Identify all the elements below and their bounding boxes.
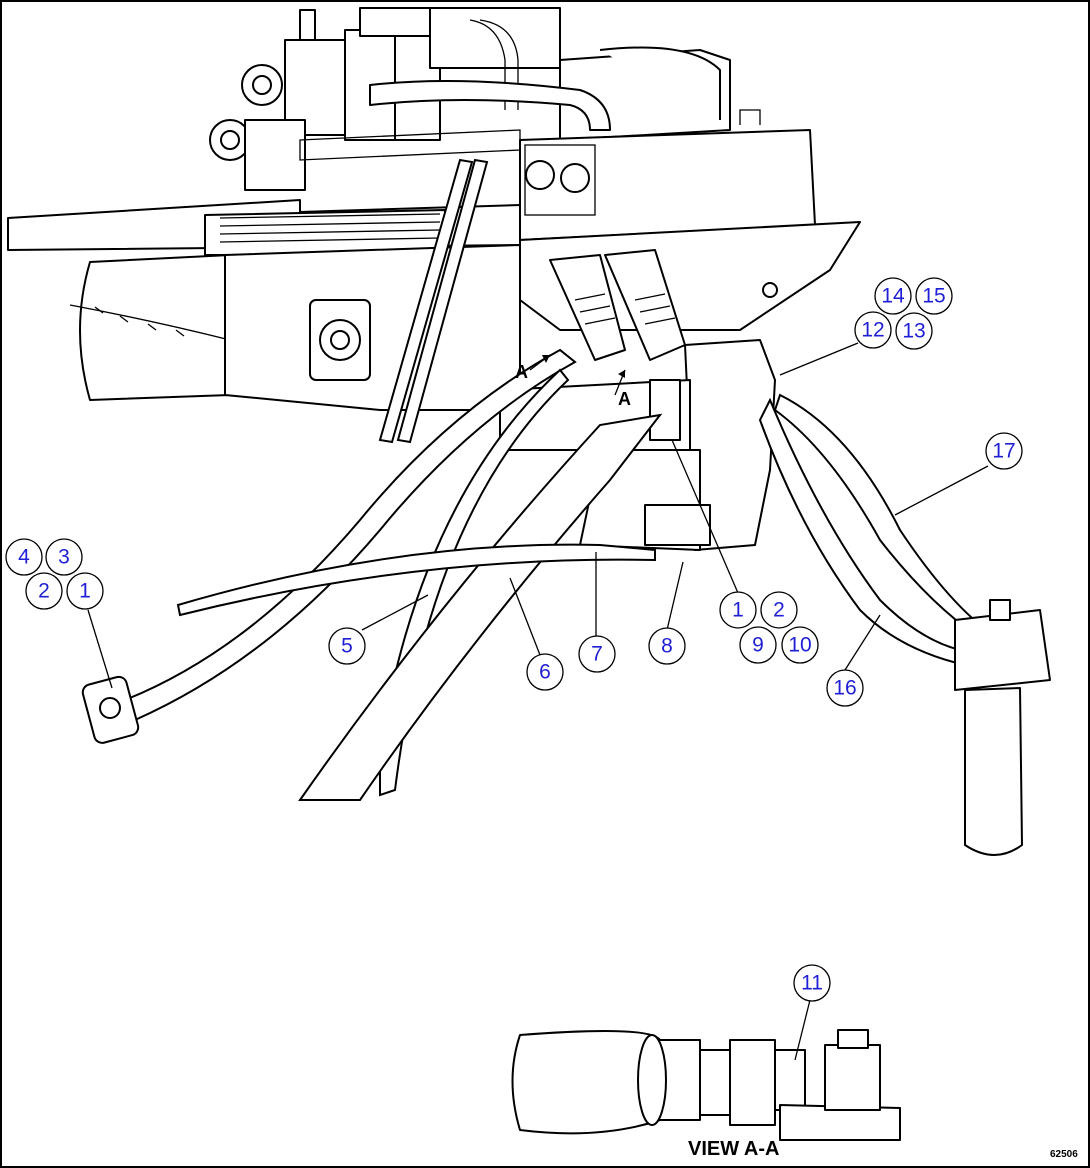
svg-text:5: 5 bbox=[341, 635, 353, 658]
view-a-a-inset bbox=[511, 1029, 901, 1141]
callout-17: 17 bbox=[985, 432, 1023, 470]
svg-text:8: 8 bbox=[661, 635, 673, 658]
svg-text:7: 7 bbox=[591, 643, 603, 666]
callout-3: 3 bbox=[45, 538, 83, 576]
callout-12: 12 bbox=[854, 311, 892, 349]
svg-text:4: 4 bbox=[18, 546, 30, 569]
callout-7: 7 bbox=[578, 635, 616, 673]
section-marks: A A bbox=[515, 354, 631, 409]
svg-text:9: 9 bbox=[752, 634, 764, 657]
view-a-a-label: VIEW A-A bbox=[688, 1138, 779, 1160]
callout-2-right: 2 bbox=[760, 591, 798, 629]
valve-assembly bbox=[7, 7, 861, 551]
svg-text:15: 15 bbox=[922, 285, 945, 308]
callout-6: 6 bbox=[526, 653, 564, 691]
svg-text:11: 11 bbox=[801, 972, 823, 995]
leader-lines bbox=[87, 342, 989, 1061]
svg-text:3: 3 bbox=[58, 546, 70, 569]
svg-text:12: 12 bbox=[861, 319, 884, 342]
callout-14: 14 bbox=[874, 277, 912, 315]
callout-1-left: 1 bbox=[66, 572, 104, 610]
section-mark-a-right: A bbox=[618, 389, 631, 409]
svg-text:14: 14 bbox=[881, 285, 905, 308]
svg-text:13: 13 bbox=[902, 320, 925, 343]
callout-13: 13 bbox=[895, 312, 933, 350]
callout-9: 9 bbox=[739, 626, 777, 664]
callout-15: 15 bbox=[915, 277, 953, 315]
callout-1-right: 1 bbox=[719, 591, 757, 629]
drawing-number: 62506 bbox=[1050, 1149, 1078, 1160]
callout-11: 11 bbox=[793, 964, 831, 1002]
hoses bbox=[81, 158, 1051, 856]
svg-text:2: 2 bbox=[773, 599, 785, 622]
svg-text:17: 17 bbox=[992, 440, 1015, 463]
callout-8: 8 bbox=[648, 627, 686, 665]
callout-16: 16 bbox=[826, 669, 864, 707]
svg-text:16: 16 bbox=[833, 677, 856, 700]
callout-10: 10 bbox=[781, 626, 819, 664]
svg-text:10: 10 bbox=[788, 634, 811, 657]
callout-2-left: 2 bbox=[25, 572, 63, 610]
svg-text:2: 2 bbox=[38, 580, 50, 603]
svg-text:1: 1 bbox=[79, 580, 91, 603]
callout-5: 5 bbox=[328, 627, 366, 665]
svg-text:6: 6 bbox=[539, 661, 551, 684]
section-mark-a-left: A bbox=[515, 362, 528, 382]
callout-4: 4 bbox=[5, 538, 43, 576]
svg-text:1: 1 bbox=[732, 599, 744, 622]
